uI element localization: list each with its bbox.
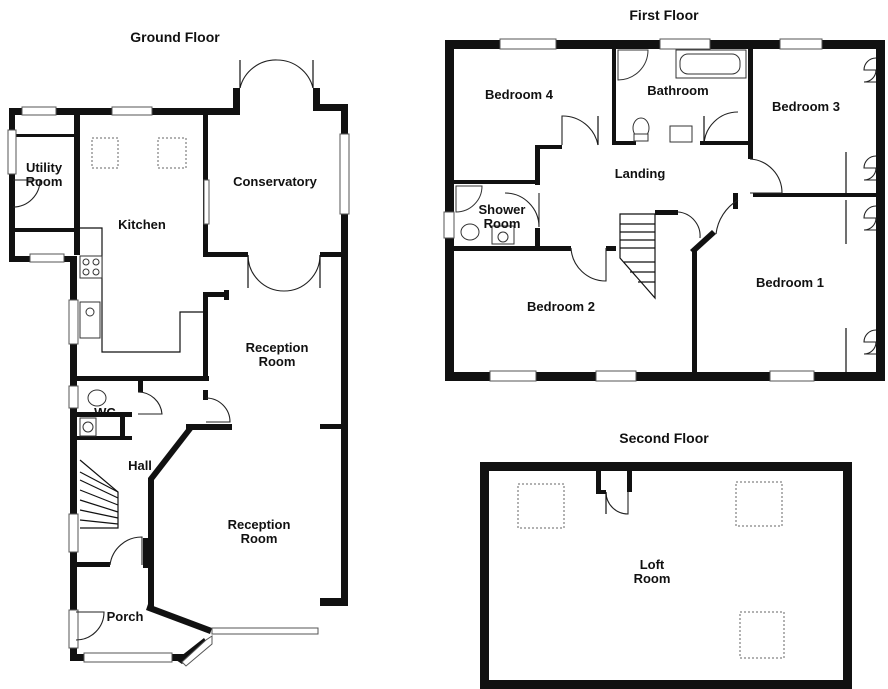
loft-room-label-line1: Loft <box>640 557 665 572</box>
conservatory-label: Conservatory <box>233 174 318 189</box>
ground-floor-title: Ground Floor <box>130 29 220 45</box>
porch-label: Porch <box>107 609 144 624</box>
bathroom-label: Bathroom <box>647 83 708 98</box>
utility-room-label-line2: Room <box>26 174 63 189</box>
shower-room-label-line1: Shower <box>479 202 526 217</box>
bedroom-4-label: Bedroom 4 <box>485 87 554 102</box>
reception-room-top-label-line1: Reception <box>246 340 309 355</box>
ground-floor-plan <box>7 59 350 667</box>
loft-room-label-line2: Room <box>634 571 671 586</box>
bedroom-1-label: Bedroom 1 <box>756 275 824 290</box>
second-floor-plan <box>480 462 852 689</box>
bedroom-3-label: Bedroom 3 <box>772 99 840 114</box>
shower-room-label-line2: Room <box>484 216 521 231</box>
hall-label: Hall <box>128 458 152 473</box>
landing-label: Landing <box>615 166 666 181</box>
reception-room-bottom-label-line1: Reception <box>228 517 291 532</box>
utility-room-label-line1: Utility <box>26 160 63 175</box>
kitchen-label: Kitchen <box>118 217 166 232</box>
reception-room-bottom-label-line2: Room <box>241 531 278 546</box>
first-floor-plan <box>443 38 885 382</box>
second-floor-title: Second Floor <box>619 430 709 446</box>
bedroom-2-label: Bedroom 2 <box>527 299 595 314</box>
wc-label: WC <box>94 405 116 420</box>
reception-room-top-label-line2: Room <box>259 354 296 369</box>
first-floor-title: First Floor <box>629 7 699 23</box>
